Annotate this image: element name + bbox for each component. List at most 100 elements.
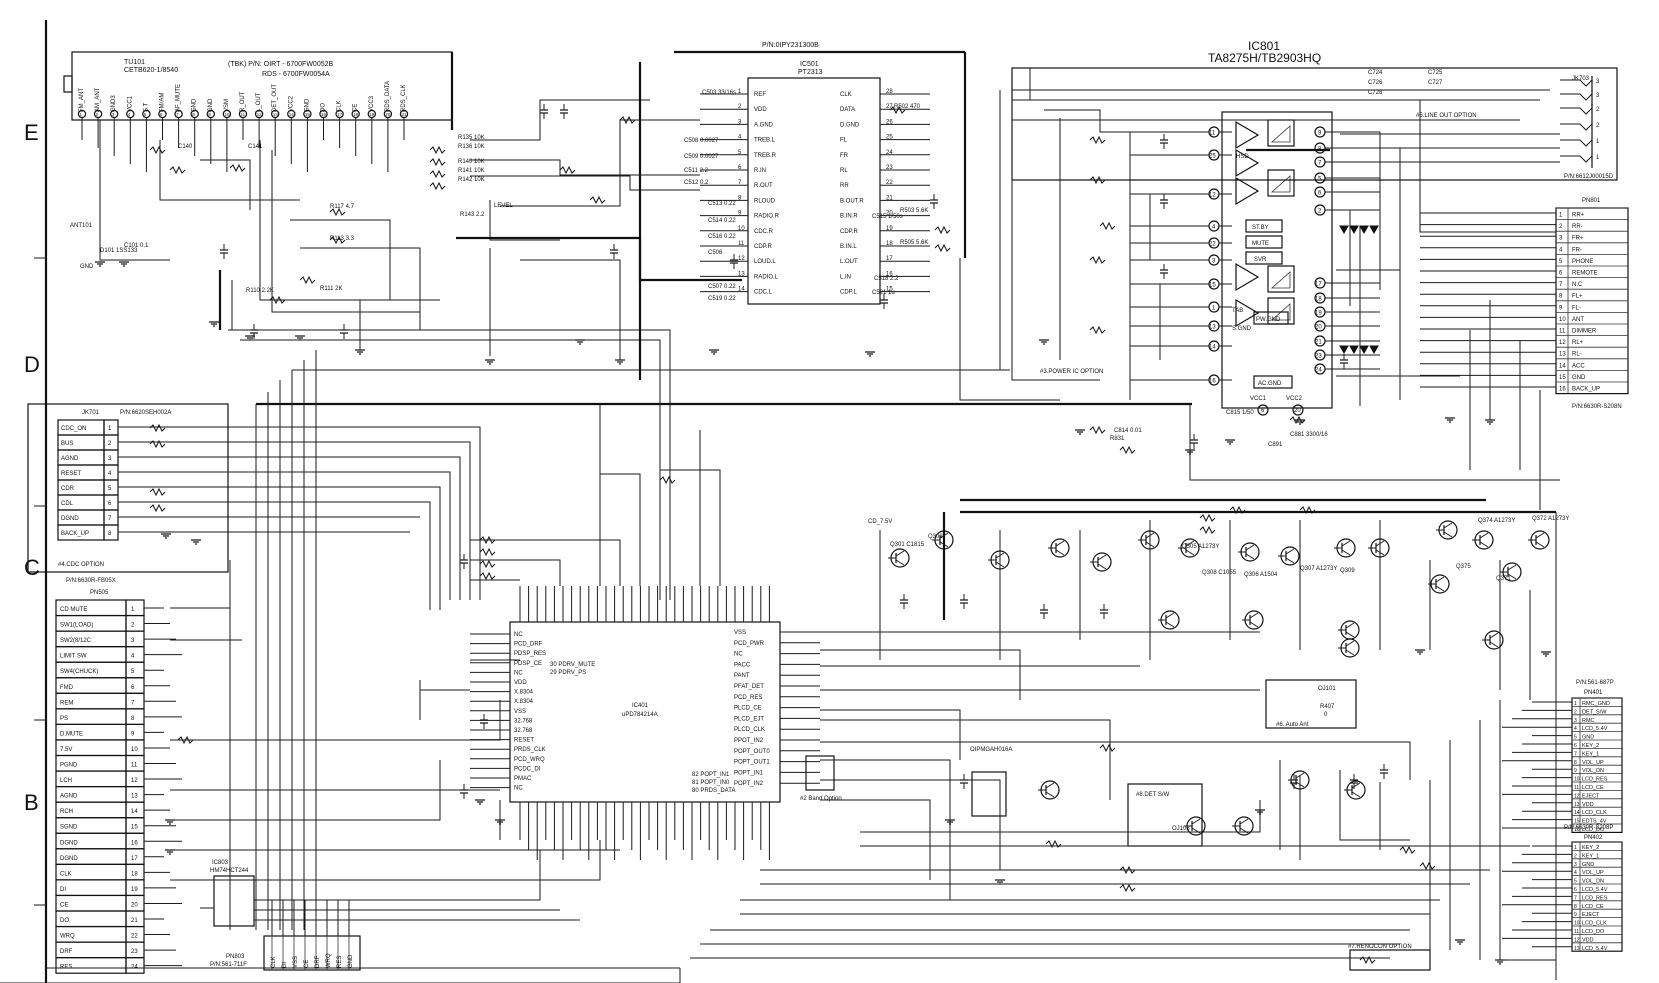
jk701-pn: P/N:6620SEH002A [120, 410, 171, 416]
pn402-pin-number: 3 [1574, 862, 1577, 868]
pn505-pin-number: 13 [131, 794, 138, 800]
pt2313-pin-number: 6 [738, 165, 742, 171]
part-label: Q308 C1055 [1202, 570, 1237, 576]
part-label: C516 0.22 [708, 234, 736, 240]
pn803-pin-label: GND [348, 954, 354, 968]
ic401-pin-label: X.8304 [514, 690, 534, 696]
ic801-tab-label: TAB [1232, 308, 1243, 314]
jk701-pin-number: 6 [108, 501, 112, 507]
pn402-pin-number: 10 [1574, 921, 1580, 927]
ic401-note-5: 80 PRDS_DATA [692, 788, 735, 794]
tuner-pin-number: 2 [96, 112, 99, 117]
tuner-pin-number: 17 [337, 112, 343, 117]
part-label: C506 [708, 250, 723, 256]
part-label: C519 0.22 [708, 296, 736, 302]
tuner-pin-number: 14 [289, 112, 295, 117]
ic801-pin-number: 9 [1318, 131, 1322, 137]
pn402-pin-number: 5 [1574, 879, 1577, 885]
tuner-pin-label: L_OUT [256, 92, 262, 112]
ic801-pin-number: 24 [1315, 368, 1322, 374]
pn402-pin-number: 7 [1574, 895, 1577, 901]
tuner-pin-number: 21 [402, 112, 408, 117]
part-label: R142 10K [458, 177, 485, 183]
pt2313-pin-label: FL [840, 138, 848, 144]
ic401-note-1: 30 PDRV_MUTE [550, 662, 595, 668]
jk701-pin-label: CDR [61, 486, 75, 492]
ic401-pin-label: PCD_RES [734, 695, 762, 701]
oj101-val: 0 [1324, 712, 1328, 718]
ic401-pin-label: PDSP_CE [514, 661, 542, 667]
ic401-pin-label: PMAC [514, 776, 532, 782]
pn505-pin-label: CD MUTE [60, 607, 87, 613]
pn803-pin-label: DRF [315, 955, 321, 968]
pn401-pin-number: 13 [1574, 802, 1580, 808]
circuit-traces [95, 52, 1560, 980]
pn402-pin-label: LCD_5.4V [1582, 887, 1608, 893]
ic801-pin-number: 2 [1318, 209, 1322, 215]
pn803-pin-label: CLK [271, 956, 277, 968]
pn505-pin-number: 3 [131, 638, 135, 644]
pt2313-pin-label: CLK [840, 92, 852, 98]
tuner-pin-label: CE [353, 104, 359, 112]
pt2313-pin-number: 21 [886, 195, 893, 201]
pn401-pin-number: 10 [1574, 777, 1580, 783]
pn505-pn: P/N:6630R-FB05X [66, 578, 116, 584]
pn505-pin-label: LIMIT SW [60, 654, 87, 660]
pn801-pin-label: FL+ [1572, 294, 1583, 300]
pn402-pin-label: KEY_1 [1582, 853, 1599, 859]
pn401-pin-number: 7 [1574, 751, 1577, 757]
pt2313-pin-label: D.GND [840, 122, 860, 128]
part-label: Q305 A1273Y [1182, 544, 1219, 550]
tuner-pin-number: 3 [112, 112, 115, 117]
jk703-jack-number: 2 [1596, 123, 1600, 129]
pn401-pin-number: 11 [1574, 785, 1579, 791]
pt2313-pin-label: TREB.L [754, 138, 776, 144]
pn505-pin-number: 22 [131, 934, 138, 940]
ic801-pin-number: 3 [1212, 259, 1216, 265]
pn402-pin-number: 13 [1574, 946, 1580, 952]
tuner-pin-number: 5 [144, 112, 147, 117]
ic401-pin-label: PCDC_DI [514, 766, 541, 772]
tuner-pin-number: 19 [369, 112, 375, 117]
pn401-pin-number: 8 [1574, 760, 1577, 766]
pn402-pin-label: VDD [1582, 937, 1594, 943]
pn401-pin-label: LCD_5.4V [1582, 726, 1608, 732]
jk701-pin-number: 7 [108, 516, 112, 522]
pt2313-pn: P/N:0IPY231300B [762, 42, 819, 49]
pn801-pin-label: RL- [1572, 352, 1582, 358]
jk703-jack-number: 2 [1596, 107, 1600, 113]
ic803-ref: IC803 [212, 860, 229, 866]
ic401-note-2: 29 PDRV_PS [550, 670, 586, 676]
pn505-pin-label: DRF [60, 949, 73, 955]
ic801-acgnd-label: AC.GND [1258, 381, 1282, 387]
pt2313-pin-number: 2 [738, 104, 742, 110]
pt2313-pin-label: TREB.R [754, 153, 777, 159]
ic401-pin-label: PDSP_RES [514, 651, 546, 657]
pt2313-pin-label: CDP.R [754, 244, 773, 250]
pn401-pin-number: 4 [1574, 726, 1577, 732]
tuner-module: TU101 CETB620-1/8540 (TBK) P/N: OIRT - 6… [63, 51, 513, 270]
pn801-pin-label: ACC [1572, 363, 1585, 369]
pt2313-pin-label: CDC.R [754, 229, 774, 235]
ic401-pin-label: RESET [514, 738, 534, 744]
part-label: C508 0.0027 [684, 138, 719, 144]
tuner-pin-label: VSM [224, 99, 230, 112]
jk701-ref: JK701 [82, 410, 100, 416]
ic501-pt2313: P/N:0IPY231300B IC501 PT2313 REF1VDD2A.G… [674, 42, 967, 305]
pn801-pin-number: 12 [1559, 340, 1566, 346]
ic801-pin-number: 1 [1212, 306, 1216, 312]
pn505-pin-label: FMD [60, 685, 74, 691]
ic801-pin-number: 12 [1209, 193, 1216, 199]
pn505-pin-number: 17 [131, 856, 138, 862]
pn505-pin-label: SW4(CHUCK) [60, 669, 98, 675]
part-label: C515 1/50s [872, 214, 903, 220]
tuner-pin-label: RDS_DATA [385, 81, 391, 112]
pn402-pin-label: VOL_UP [1582, 870, 1604, 876]
pn505-pin-number: 15 [131, 825, 138, 831]
bridge-symbol [1270, 271, 1291, 289]
pt2313-pin-number: 24 [886, 150, 893, 156]
